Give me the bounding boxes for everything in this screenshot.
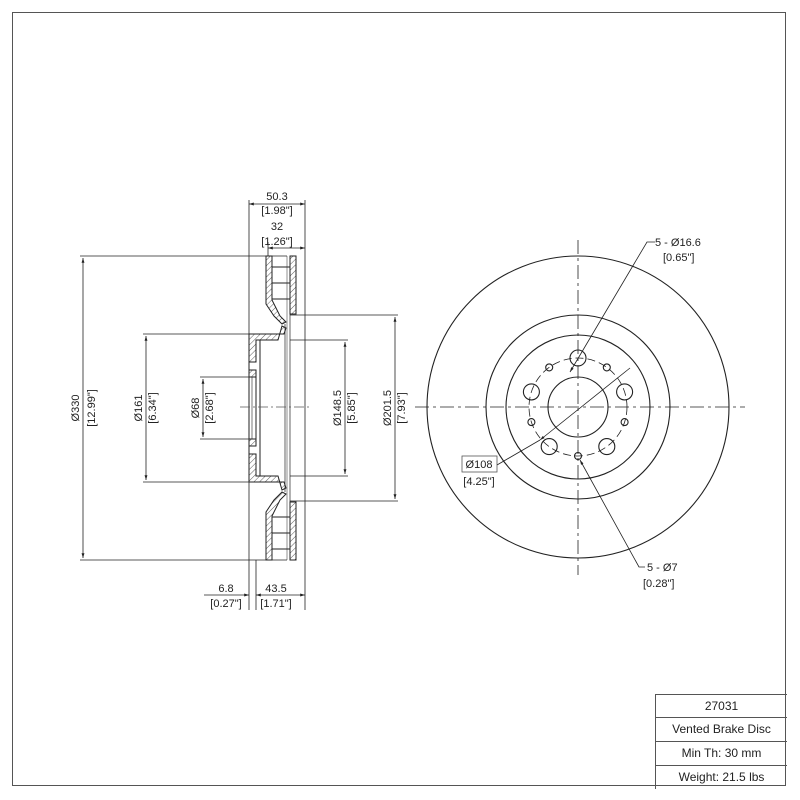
dim-rotor-thickness: 32 [271, 221, 283, 233]
dim-center-bore-in: [2.68"] [204, 392, 216, 423]
bolt-hole [598, 438, 616, 456]
dim-offset: 43.5 [265, 583, 286, 595]
front-dimension-labels: 5 - Ø16.6 [0.65"] Ø108 [4.25"] 5 - Ø7 [0… [463, 237, 701, 590]
dim-hat-diameter-in: [6.34"] [147, 392, 159, 423]
dim-offset-in: [1.71"] [260, 598, 291, 610]
dim-outer-diameter: Ø330 [70, 395, 82, 422]
dim-inner-rotor-diameter-in: [7.93"] [396, 392, 408, 423]
weight: Weight: 21.5 lbs [656, 765, 787, 789]
small-hole [527, 418, 536, 427]
side-dimension-lines [81, 202, 397, 597]
dim-overall-width-in: [1.98"] [261, 205, 292, 217]
dim-rotor-thickness-in: [1.26"] [261, 236, 292, 248]
dim-hat-thickness-in: [0.27"] [210, 598, 241, 610]
min-thickness: Min Th: 30 mm [656, 741, 787, 765]
dim-inner-rotor-diameter: Ø201.5 [382, 390, 394, 426]
dim-hat-thickness: 6.8 [218, 583, 233, 595]
small-hole [602, 363, 611, 372]
side-section-view [80, 200, 398, 610]
bolt-circle-label-box [461, 455, 498, 473]
dim-small-holes: 5 - Ø7 [647, 562, 678, 574]
small-hole [573, 451, 583, 461]
bolt-hole [522, 383, 540, 401]
dim-bolt-holes: 5 - Ø16.6 [655, 237, 701, 249]
bolt-hole [616, 383, 634, 401]
dim-overall-width: 50.3 [266, 191, 287, 203]
part-description: Vented Brake Disc [656, 717, 787, 741]
title-block: 27031 Vented Brake Disc Min Th: 30 mm We… [655, 694, 787, 789]
dim-inner-hat-diameter: Ø148.5 [332, 390, 344, 426]
dim-hat-diameter: Ø161 [133, 395, 145, 422]
dim-bolt-holes-in: [0.65"] [663, 252, 694, 264]
small-hole [545, 363, 554, 372]
dim-outer-diameter-in: [12.99"] [86, 389, 98, 427]
dim-bolt-circle: Ø108 [466, 459, 493, 471]
side-dimension-labels: 50.3 [1.98"] 32 [1.26"] Ø330 [12.99"] Ø1… [70, 191, 408, 610]
part-number: 27031 [656, 694, 787, 717]
dim-small-holes-in: [0.28"] [643, 578, 674, 590]
bolt-hole [540, 438, 558, 456]
bolt-hole [569, 349, 587, 367]
dim-center-bore: Ø68 [190, 398, 202, 419]
dim-inner-hat-diameter-in: [5.85"] [346, 392, 358, 423]
dim-bolt-circle-in: [4.25"] [463, 476, 494, 488]
front-view [415, 240, 745, 575]
small-hole [620, 418, 629, 427]
